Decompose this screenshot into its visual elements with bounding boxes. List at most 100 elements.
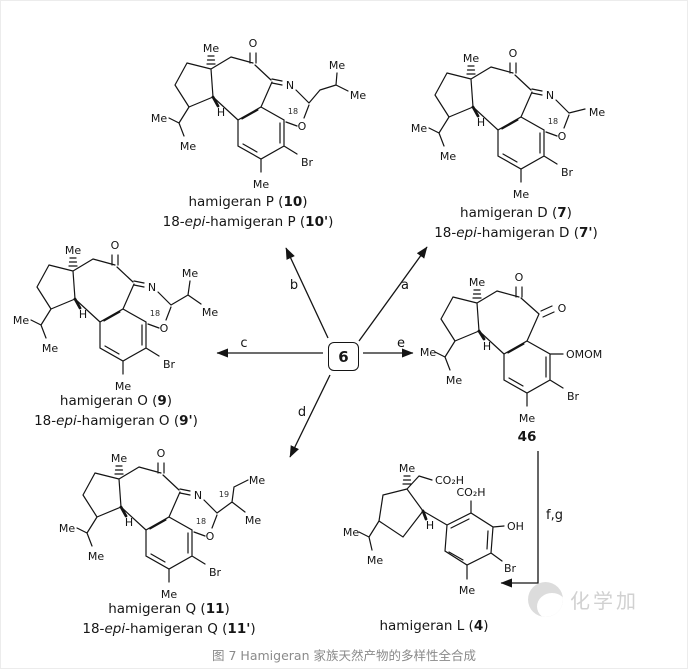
compound-name: hamigeran L (	[379, 618, 474, 634]
step-label-c: c	[240, 336, 247, 351]
caption-paren: )	[192, 412, 198, 429]
methyl-label: Me	[399, 462, 415, 475]
epi-text: epi	[456, 224, 477, 241]
methyl-label: Me	[13, 314, 29, 327]
methyl-label: Me	[350, 89, 366, 102]
caption-paren: )	[328, 213, 334, 230]
hydrogen-label: H	[125, 516, 133, 529]
structure-compound-46: O O OMOM Br Me Me H Me Me	[420, 271, 602, 425]
compound-name: hamigeran D (	[460, 205, 558, 221]
epi-prefix: 18-	[162, 213, 185, 230]
methyl-label: Me	[202, 306, 218, 319]
methyl-label: Me	[440, 150, 456, 163]
compound-number: 4	[473, 618, 484, 634]
methyl-label: Me	[203, 42, 219, 55]
methyl-label: Me	[463, 52, 479, 65]
position-18-label: 18	[548, 117, 558, 126]
structure-hamigeran-p: O N O 18 Me H Me Me Br Me Me Me	[151, 37, 366, 191]
caption-line1: hamigeran D (7)	[391, 204, 641, 224]
epi-prefix: 18-	[34, 412, 57, 429]
compound-number: 7	[557, 205, 567, 221]
position-18-label: 18	[150, 309, 160, 318]
compound-number: 9	[157, 393, 167, 409]
bromo-label: Br	[567, 390, 580, 403]
methyl-label: Me	[111, 452, 127, 465]
compound-number: 10'	[305, 213, 329, 230]
compound-name: -hamigeran D (	[476, 224, 579, 241]
structure-hamigeran-d: O N O 18 Me H Me Me Br Me Me	[411, 47, 605, 201]
compound-number: 11'	[227, 620, 251, 637]
caption-line2: 18-epi-hamigeran O (9')	[1, 412, 231, 432]
hydrogen-label: H	[79, 308, 87, 321]
compound-number: 10	[283, 194, 303, 210]
methyl-label: Me	[42, 342, 58, 355]
hydroxyl-label: OH	[507, 520, 524, 533]
methyl-label: Me	[249, 474, 265, 487]
methyl-label: Me	[151, 112, 167, 125]
methyl-label: Me	[161, 588, 177, 601]
ketone-o-label: O	[111, 239, 120, 252]
bromo-label: Br	[561, 166, 574, 179]
methyl-label: Me	[65, 244, 81, 257]
step-label-d: d	[298, 405, 306, 420]
compound-name: hamigeran Q (	[108, 601, 206, 617]
ring-oxygen-label: O	[558, 130, 567, 143]
watermark-logo-icon	[528, 582, 563, 617]
epi-prefix: 18-	[82, 620, 105, 637]
methyl-label: Me	[420, 346, 436, 359]
watermark-text: 化学加	[570, 589, 639, 613]
methyl-label: Me	[469, 276, 485, 289]
ketone-o-label: O	[157, 447, 166, 460]
ring-oxygen-label: O	[298, 120, 307, 133]
compound-name: -hamigeran P (	[205, 213, 306, 230]
caption-paren: )	[166, 393, 173, 409]
compound-name: -hamigeran O (	[76, 412, 180, 429]
caption-hamigeran-d: hamigeran D (7) 18-epi-hamigeran D (7')	[391, 204, 641, 243]
compound-number: 7'	[579, 224, 593, 241]
watermark: 化学加	[528, 582, 639, 617]
ring-oxygen-label: O	[160, 322, 169, 335]
arrow-a	[358, 246, 428, 342]
compound-number: 46	[517, 429, 537, 445]
methyl-label: Me	[589, 106, 605, 119]
hydrogen-label: H	[217, 106, 225, 119]
step-label-e: e	[397, 336, 405, 351]
omom-label: OMOM	[566, 348, 602, 361]
caption-line2: 18-epi-hamigeran D (7')	[391, 224, 641, 244]
carboxyl-label: CO₂H	[435, 474, 464, 487]
caption-hamigeran-p: hamigeran P (10) 18-epi-hamigeran P (10'…	[123, 193, 373, 232]
methyl-label: Me	[367, 554, 383, 567]
methyl-label: Me	[519, 412, 535, 425]
step-label-a: a	[401, 278, 409, 293]
epi-prefix: 18-	[434, 224, 457, 241]
epi-text: epi	[56, 412, 77, 429]
structure-hamigeran-o: O N O 18 Me H Me Me Br Me Me Me	[13, 239, 218, 393]
ketone-o-label: O	[558, 302, 567, 315]
hydrogen-label: H	[483, 340, 491, 353]
ketone-o-label: O	[509, 47, 518, 60]
nitrogen-label: N	[194, 489, 202, 502]
nitrogen-label: N	[286, 79, 294, 92]
arrow-b	[285, 247, 329, 339]
ketone-o-label: O	[249, 37, 258, 50]
bromo-label: Br	[209, 566, 222, 579]
methyl-label: Me	[59, 522, 75, 535]
compound-name: -hamigeran Q (	[125, 620, 228, 637]
caption-compound-46: 46	[507, 429, 547, 445]
nitrogen-label: N	[148, 281, 156, 294]
step-label-b: b	[290, 278, 298, 293]
caption-line1: hamigeran Q (11)	[44, 600, 294, 620]
compound-number: 11	[205, 601, 225, 617]
position-18-label: 18	[288, 107, 298, 116]
arrow-d	[289, 374, 331, 458]
bond-lines	[434, 286, 564, 407]
caption-line2: 18-epi-hamigeran Q (11')	[44, 620, 294, 640]
caption-hamigeran-q: hamigeran Q (11) 18-epi-hamigeran Q (11'…	[44, 600, 294, 639]
ring-oxygen-label: O	[206, 530, 215, 543]
figure-caption: 图 7 Hamigeran 家族天然产物的多样性全合成	[212, 648, 476, 663]
methyl-label: Me	[446, 374, 462, 387]
caption-paren: )	[224, 601, 230, 617]
methyl-label: Me	[253, 178, 269, 191]
epi-text: epi	[184, 213, 206, 230]
